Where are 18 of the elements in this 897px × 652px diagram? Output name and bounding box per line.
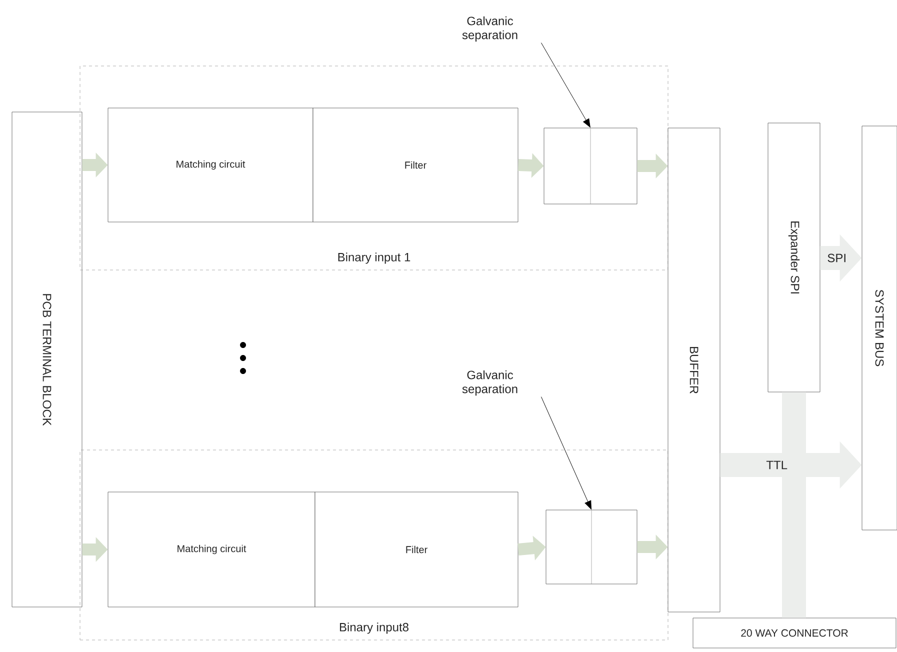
block-box: BUFFER xyxy=(668,128,720,612)
block-box: Matching circuit xyxy=(108,108,314,222)
callout-text: Galvanic separation xyxy=(462,370,518,396)
block-box: Filter xyxy=(314,492,518,608)
block-box: PCB TERMINAL BLOCK xyxy=(12,112,82,608)
block-box: SYSTEM BUS xyxy=(862,126,897,530)
edge-label: TTL xyxy=(766,460,788,470)
block-box: Expander SPI xyxy=(768,122,820,392)
block-box: 20 WAY CONNECTOR xyxy=(692,618,896,648)
leader-line xyxy=(540,396,592,510)
block-box: Matching circuit xyxy=(108,492,316,608)
callout-text: Galvanic separation xyxy=(462,16,518,42)
edge-label: SPI xyxy=(828,254,846,262)
bus-bar xyxy=(782,392,806,618)
leader-line xyxy=(540,42,590,128)
isolator-box xyxy=(546,510,638,584)
isolator-box xyxy=(544,128,638,204)
block-box: Filter xyxy=(312,108,518,222)
